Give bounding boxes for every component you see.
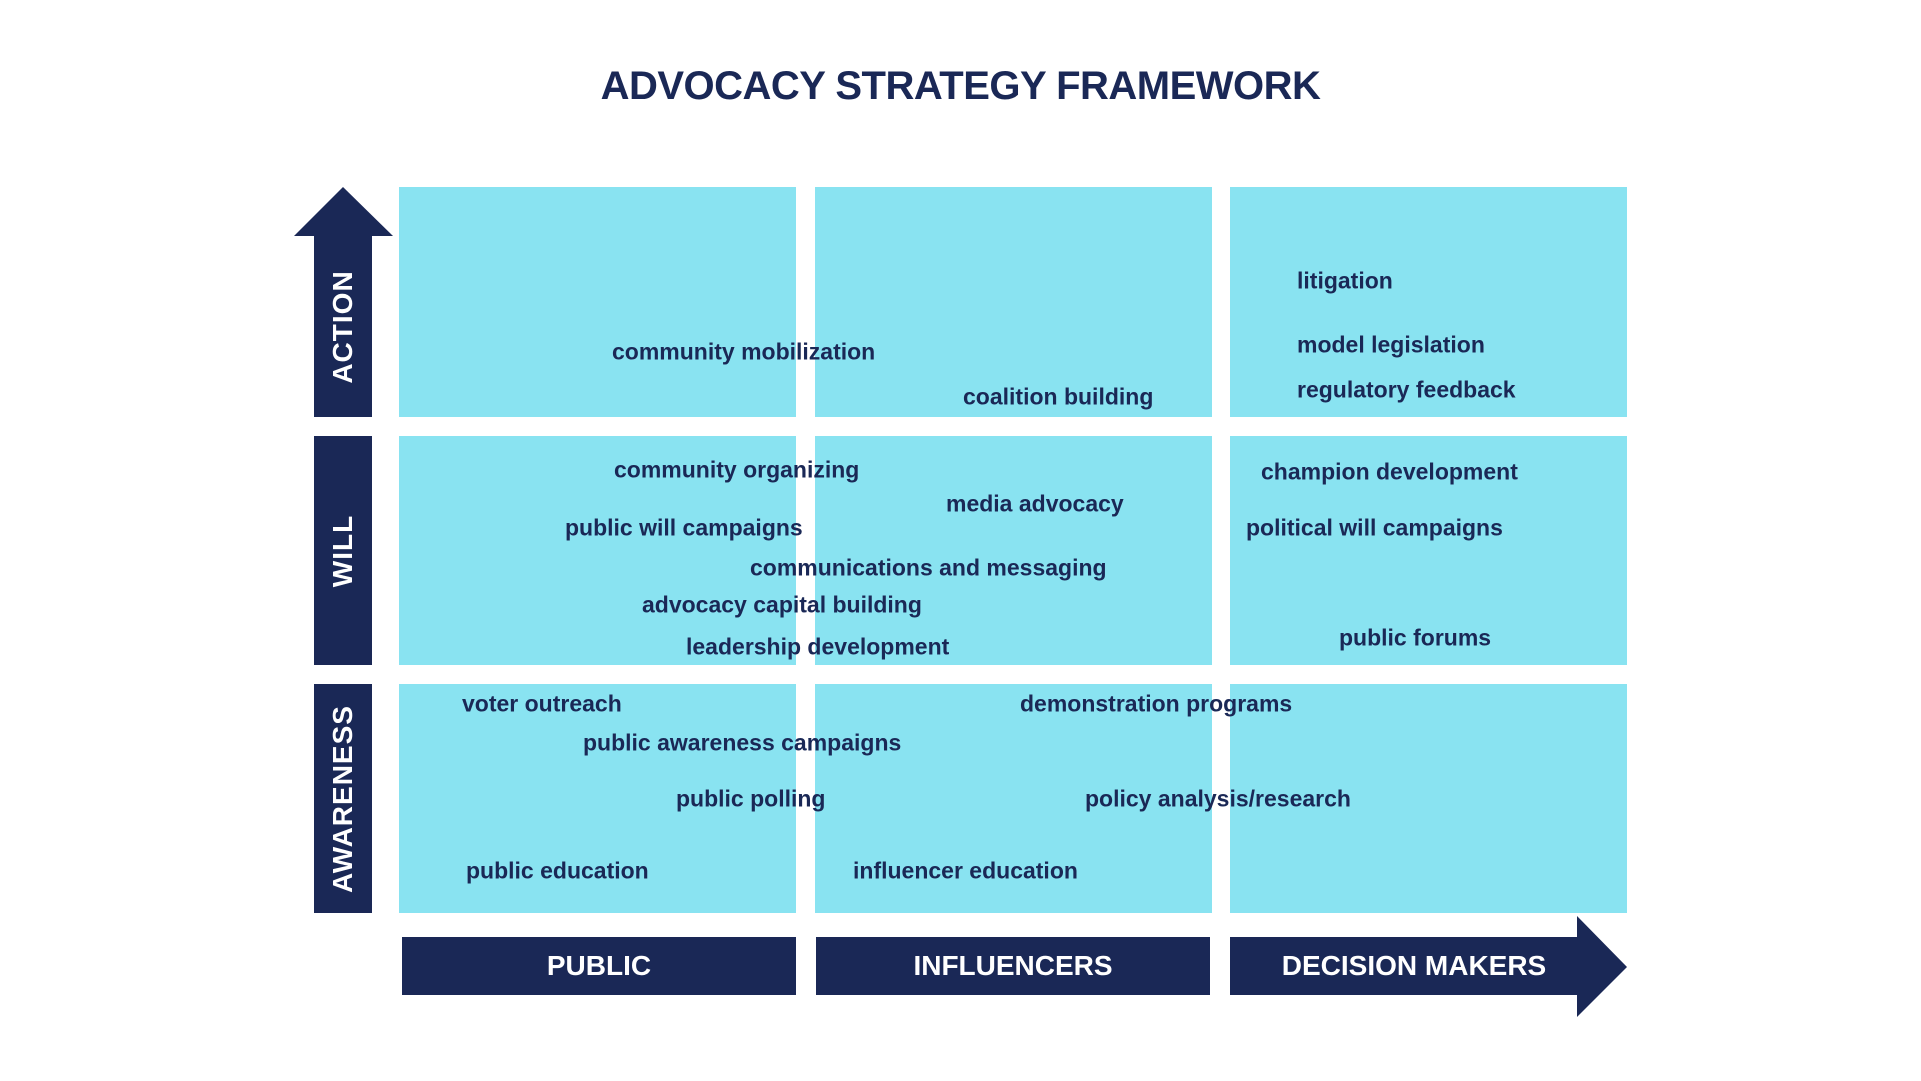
strategy-label: media advocacy xyxy=(946,490,1124,517)
strategy-label: coalition building xyxy=(963,383,1154,410)
y-axis-label: AWARENESS xyxy=(327,704,358,893)
x-axis-label: DECISION MAKERS xyxy=(1281,950,1547,981)
up-arrow-icon xyxy=(294,187,393,236)
x-axis-label: INFLUENCERS xyxy=(913,950,1113,981)
y-axis-will: WILL xyxy=(314,436,372,665)
cell-influencers-awareness xyxy=(815,684,1212,913)
strategy-label: litigation xyxy=(1297,267,1393,294)
strategy-label: influencer education xyxy=(853,857,1078,884)
strategy-label: public forums xyxy=(1339,624,1492,651)
y-axis-action: ACTION xyxy=(314,236,372,417)
strategy-label: public awareness campaigns xyxy=(583,729,902,756)
cell-decision-makers-will xyxy=(1230,436,1627,665)
cell-decision-makers-awareness xyxy=(1230,684,1627,913)
cell-public-action xyxy=(399,187,796,417)
strategy-label: political will campaigns xyxy=(1246,514,1503,541)
right-arrow-icon xyxy=(1577,916,1627,1017)
x-axis-decision-makers: DECISION MAKERS xyxy=(1230,937,1588,995)
strategy-label: model legislation xyxy=(1297,331,1485,358)
strategy-label: champion development xyxy=(1261,458,1518,485)
x-axis-label: PUBLIC xyxy=(546,950,652,981)
cell-public-will xyxy=(399,436,796,665)
strategy-label: regulatory feedback xyxy=(1297,376,1516,403)
strategy-label: policy analysis/research xyxy=(1085,785,1351,812)
cell-decision-makers-action xyxy=(1230,187,1627,417)
strategy-label: community mobilization xyxy=(612,338,876,365)
cell-influencers-will xyxy=(815,436,1212,665)
y-axis-awareness: AWARENESS xyxy=(314,684,372,913)
strategy-label: communications and messaging xyxy=(750,554,1107,581)
strategy-label: public polling xyxy=(676,785,826,812)
y-axis-label: ACTION xyxy=(327,269,358,384)
y-axis-label: WILL xyxy=(327,514,358,587)
x-axis-influencers: INFLUENCERS xyxy=(816,937,1210,995)
diagram-title: ADVOCACY STRATEGY FRAMEWORK xyxy=(600,64,1321,108)
strategy-label: leadership development xyxy=(686,633,950,660)
strategy-label: demonstration programs xyxy=(1020,690,1293,717)
cell-influencers-action xyxy=(815,187,1212,417)
x-axis-public: PUBLIC xyxy=(402,937,796,995)
strategy-label: voter outreach xyxy=(462,690,622,717)
cell-public-awareness xyxy=(399,684,796,913)
strategy-label: public will campaigns xyxy=(565,514,803,541)
strategy-label: advocacy capital building xyxy=(642,591,922,618)
strategy-label: community organizing xyxy=(614,456,860,483)
strategy-label: public education xyxy=(466,857,649,884)
